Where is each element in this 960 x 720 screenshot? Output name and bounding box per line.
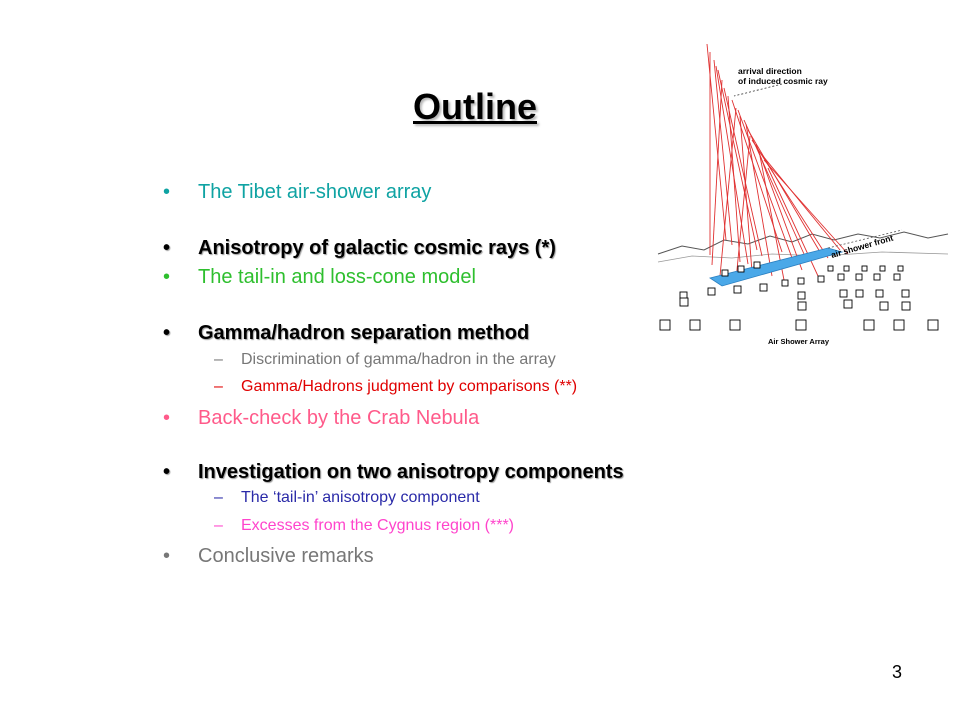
slide-title: Outline	[413, 86, 537, 127]
outline-item-label: Excesses from the Cygnus region (***)	[241, 517, 514, 534]
bullet-icon: •	[163, 266, 171, 288]
outline-item-label: Investigation on two anisotropy componen…	[198, 461, 624, 483]
outline-item-label: Gamma/Hadrons judgment by comparisons (*…	[241, 378, 578, 395]
shower-front-pointer	[827, 229, 903, 249]
outline-item-label: The tail-in and loss-cone model	[198, 266, 476, 288]
outline-item-label: Conclusive remarks	[198, 545, 374, 567]
outline-item-label: Discrimination of gamma/hadron in the ar…	[241, 351, 556, 368]
label-shower-front: air shower front	[830, 233, 895, 260]
detector-array	[659, 261, 939, 331]
bullet-icon: •	[163, 407, 171, 429]
bullet-icon: •	[163, 237, 171, 259]
dash-icon: –	[214, 378, 223, 395]
bullet-icon: •	[163, 181, 171, 203]
arrival-pointer	[733, 83, 783, 97]
mountain-horizon	[657, 231, 949, 255]
bullet-icon: •	[163, 461, 171, 483]
dash-icon: –	[214, 517, 223, 534]
label-air-shower-array: Air Shower Array	[768, 337, 830, 346]
outline-item-label: The Tibet air-shower array	[198, 181, 432, 203]
outline-item-label: Back-check by the Crab Nebula	[198, 407, 480, 429]
page-number: 3	[891, 662, 902, 682]
outline-item-label: The ‘tail-in’ anisotropy component	[241, 489, 480, 506]
cosmic-ray-tracks	[706, 43, 849, 281]
ground-line	[657, 251, 949, 263]
label-arrival-line2: of induced cosmic ray	[738, 76, 828, 86]
dash-icon: –	[214, 489, 223, 506]
label-arrival-line1: arrival direction	[738, 66, 802, 76]
dash-icon: –	[214, 351, 223, 368]
outline-item-label: Gamma/hadron separation method	[198, 322, 530, 344]
outline-item-label: Anisotropy of galactic cosmic rays (*)	[198, 237, 556, 259]
shower-front-disk	[709, 247, 844, 287]
bullet-icon: •	[163, 545, 171, 567]
bullet-icon: •	[163, 322, 171, 344]
air-shower-diagram: arrival direction of induced cosmic ray …	[657, 43, 949, 346]
